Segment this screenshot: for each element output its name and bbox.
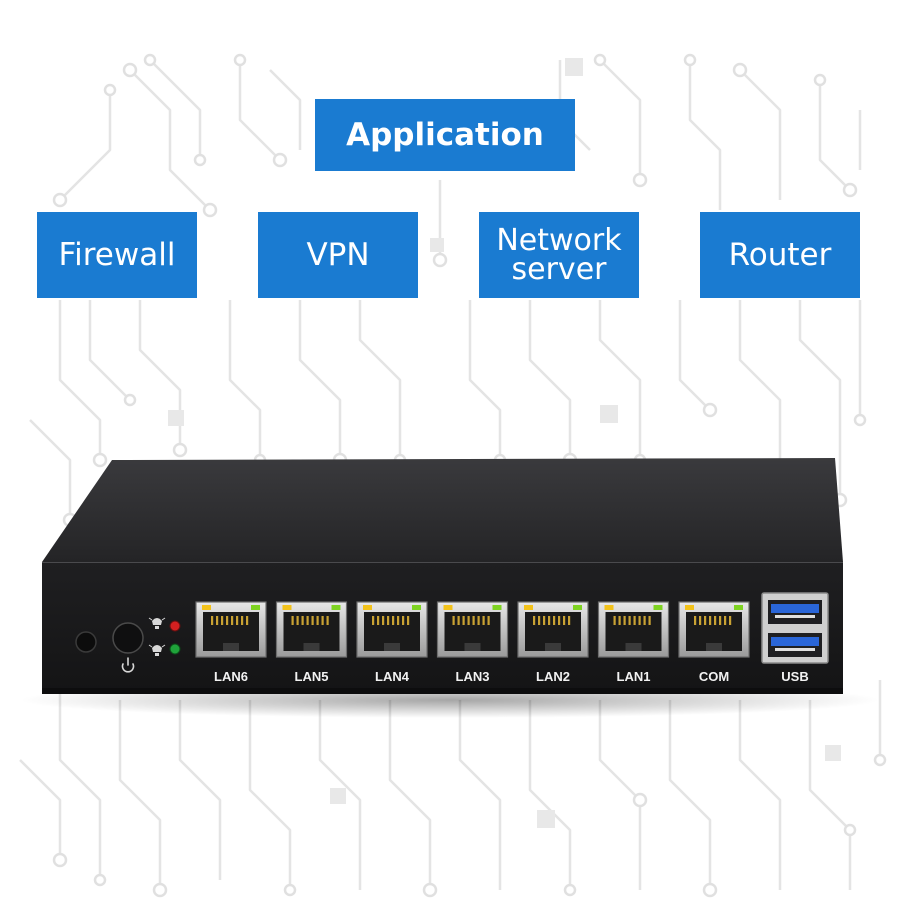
reset-button[interactable] bbox=[75, 631, 97, 653]
firewall-label: Firewall bbox=[58, 237, 176, 273]
firewall-tile: Firewall bbox=[37, 212, 197, 298]
activity-led bbox=[573, 605, 582, 610]
link-led bbox=[524, 605, 533, 610]
activity-led bbox=[734, 605, 743, 610]
link-led bbox=[443, 605, 453, 610]
activity-led bbox=[331, 605, 341, 610]
port-com[interactable] bbox=[678, 601, 750, 658]
network-server-label-line1: Network bbox=[496, 223, 622, 258]
power-icon bbox=[121, 657, 135, 673]
port-label: LAN3 bbox=[456, 669, 490, 684]
port-lan4[interactable] bbox=[356, 601, 428, 658]
port-lan2[interactable] bbox=[517, 601, 589, 658]
activity-led bbox=[251, 605, 260, 610]
network-server-tile: Network server bbox=[479, 212, 639, 298]
router-tile: Router bbox=[700, 212, 860, 298]
usb-label: USB bbox=[781, 669, 808, 684]
port-label: LAN6 bbox=[214, 669, 248, 684]
port-label: LAN1 bbox=[617, 669, 651, 684]
link-led bbox=[604, 605, 614, 610]
hdd-led bbox=[169, 620, 181, 632]
port-lan5[interactable] bbox=[275, 601, 348, 658]
power-led bbox=[169, 643, 181, 655]
vpn-label: VPN bbox=[306, 237, 370, 273]
drive-activity-icon bbox=[148, 617, 166, 629]
application-title: Application bbox=[315, 99, 575, 171]
activity-led bbox=[492, 605, 502, 610]
link-led bbox=[363, 605, 372, 610]
port-label: LAN4 bbox=[375, 669, 410, 684]
device-top-panel bbox=[42, 458, 843, 562]
link-led bbox=[685, 605, 694, 610]
link-led bbox=[202, 605, 211, 610]
port-lan1[interactable] bbox=[597, 601, 670, 658]
usb-port-stack[interactable] bbox=[761, 592, 829, 664]
router-label: Router bbox=[728, 237, 832, 273]
vpn-tile: VPN bbox=[258, 212, 418, 298]
link-led bbox=[282, 605, 292, 610]
activity-led bbox=[653, 605, 663, 610]
application-title-text: Application bbox=[346, 117, 544, 153]
port-lan3[interactable] bbox=[436, 601, 509, 658]
port-label: LAN2 bbox=[536, 669, 570, 684]
port-lan6[interactable] bbox=[195, 601, 267, 658]
port-label: COM bbox=[699, 669, 729, 684]
power-led-icon bbox=[148, 644, 166, 656]
network-server-label-line2: server bbox=[511, 252, 607, 287]
power-button[interactable] bbox=[112, 622, 144, 654]
activity-led bbox=[412, 605, 421, 610]
port-label: LAN5 bbox=[295, 669, 329, 684]
